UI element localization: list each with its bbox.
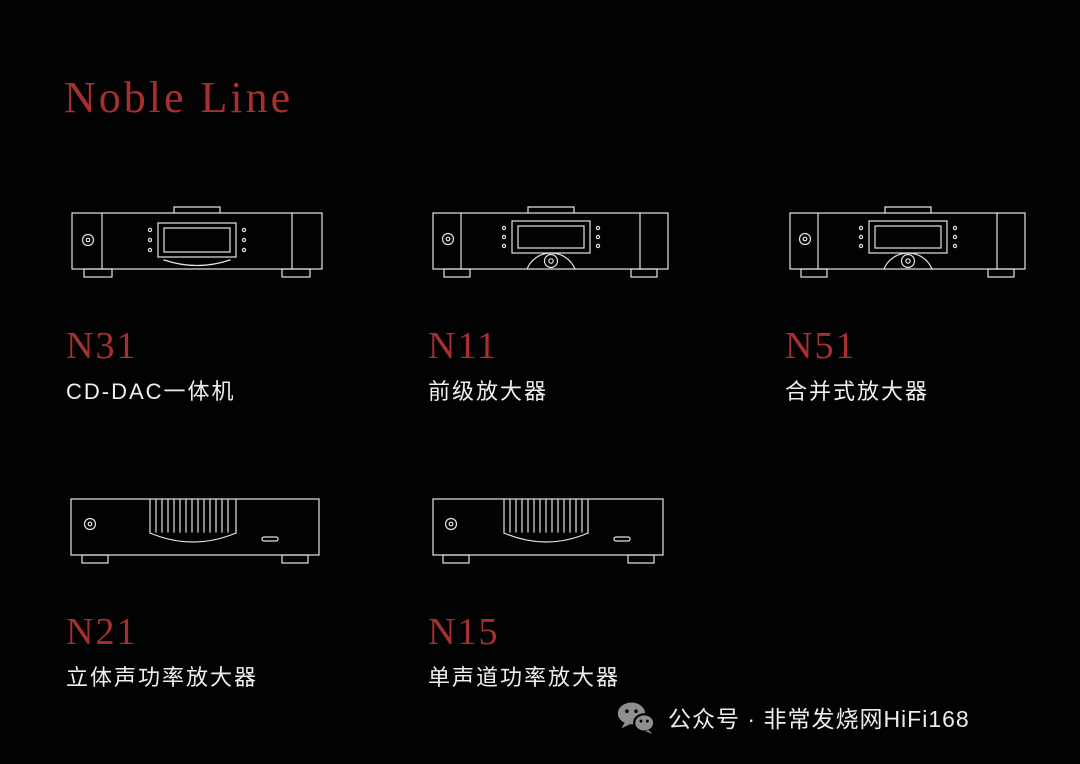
product-card-n11: N11 前级放大器	[428, 203, 673, 403]
product-description: 前级放大器	[428, 379, 549, 404]
n51-product-illustration	[789, 206, 1026, 278]
n21-product-illustration	[70, 498, 320, 564]
product-model: N51	[785, 325, 857, 367]
product-card-n15: N15 单声道功率放大器	[428, 491, 668, 689]
product-card-n31: N31 CD-DAC一体机	[66, 203, 328, 403]
page-title: Noble Line	[64, 73, 294, 122]
n31-product-illustration	[71, 206, 323, 278]
n15-product-illustration	[432, 498, 664, 564]
product-model: N15	[428, 611, 500, 653]
product-card-n51: N51 合并式放大器	[785, 203, 1030, 403]
n11-product-illustration	[432, 206, 669, 278]
product-card-n21: N21 立体声功率放大器	[66, 491, 324, 689]
product-model: N31	[66, 325, 138, 367]
product-model: N11	[428, 325, 499, 367]
product-description: 单声道功率放大器	[428, 665, 621, 690]
wechat-footer: 公众号 · 非常发烧网HiFi168	[616, 700, 970, 734]
product-description: 合并式放大器	[785, 379, 930, 404]
wechat-icon	[617, 702, 656, 734]
product-description: CD-DAC一体机	[66, 379, 236, 404]
wechat-account-label: 公众号 · 非常发烧网HiFi168	[668, 706, 970, 732]
product-description: 立体声功率放大器	[66, 665, 259, 690]
product-model: N21	[66, 611, 138, 653]
